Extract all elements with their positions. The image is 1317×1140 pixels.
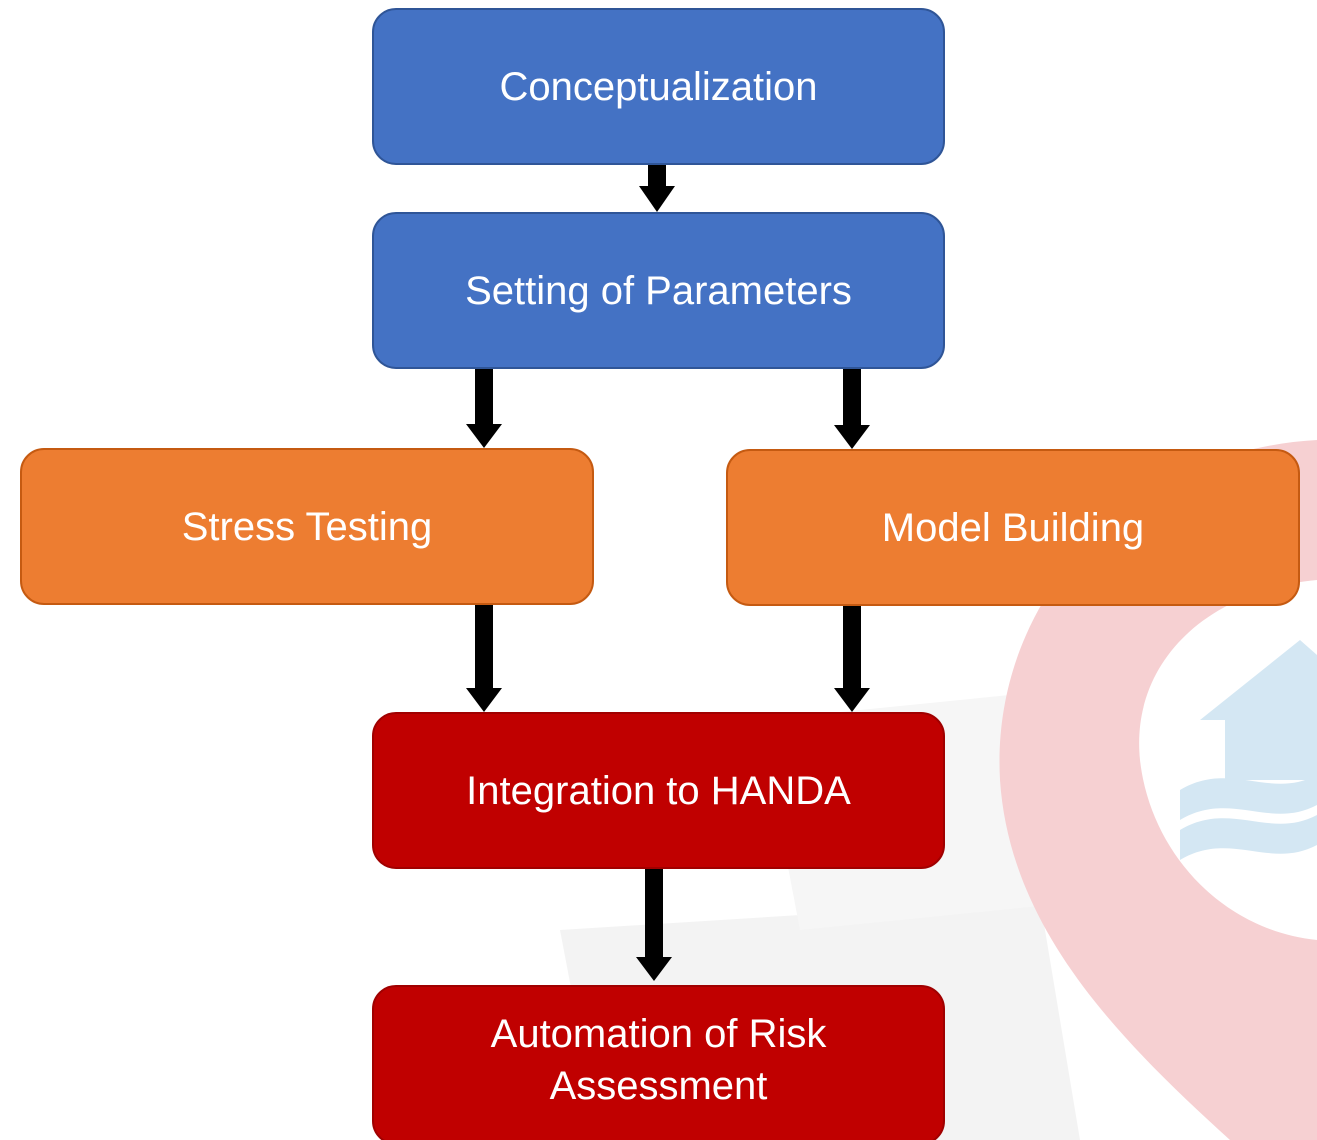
node-automation-of-risk-assessment: Automation of Risk Assessment	[372, 985, 945, 1140]
arrow-parameters-to-stress-testing	[466, 369, 502, 448]
wave-icon	[1180, 815, 1317, 860]
arrow-model-building-to-integration	[834, 606, 870, 712]
node-label: Automation of Risk Assessment	[490, 1012, 827, 1108]
node-stress-testing: Stress Testing	[20, 448, 594, 605]
node-label: Stress Testing	[181, 504, 433, 549]
arrow-stress-testing-to-integration	[466, 605, 502, 712]
node-label: Model Building	[881, 505, 1145, 550]
location-pin-icon	[999, 440, 1317, 1140]
arrow-integration-to-automation	[636, 869, 672, 981]
node-label: Integration to HANDA	[466, 768, 851, 813]
house-icon	[1200, 640, 1317, 780]
node-label: Conceptualization	[499, 64, 818, 109]
arrow-conceptualization-to-parameters	[639, 165, 675, 212]
node-model-building: Model Building	[726, 449, 1300, 606]
node-conceptualization: Conceptualization	[372, 8, 945, 165]
house-flood-icon	[1180, 640, 1317, 860]
node-label: Setting of Parameters	[465, 268, 852, 313]
wave-icon	[1180, 775, 1317, 820]
arrow-parameters-to-model-building	[834, 369, 870, 449]
node-setting-of-parameters: Setting of Parameters	[372, 212, 945, 369]
node-integration-to-handa: Integration to HANDA	[372, 712, 945, 869]
